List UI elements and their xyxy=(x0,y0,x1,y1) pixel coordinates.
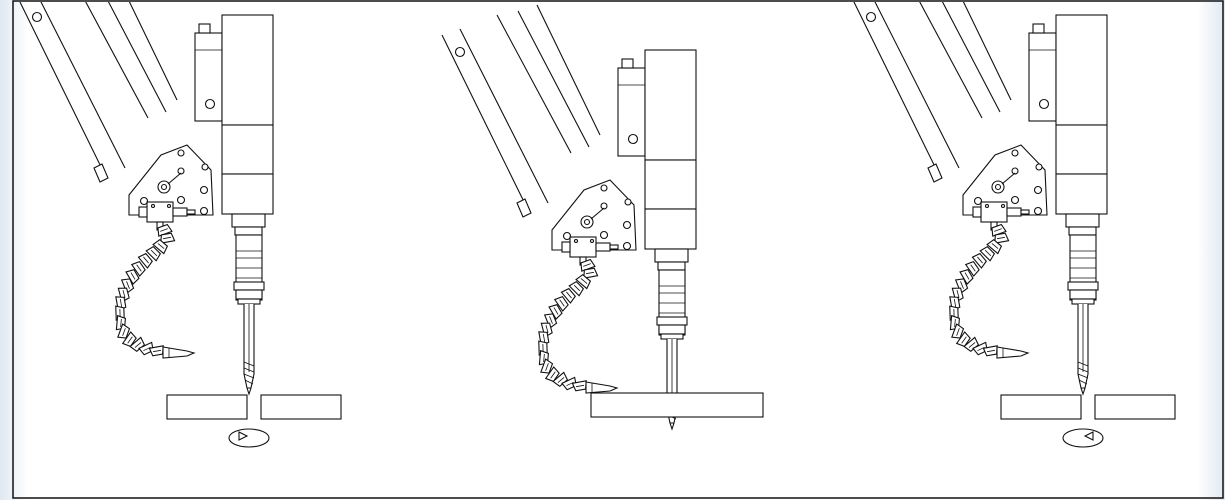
diagram-frame xyxy=(12,0,1224,499)
panel-middle-workpiece xyxy=(590,392,764,418)
left-edge-tint xyxy=(0,0,28,500)
right-edge-tint xyxy=(1197,0,1225,500)
